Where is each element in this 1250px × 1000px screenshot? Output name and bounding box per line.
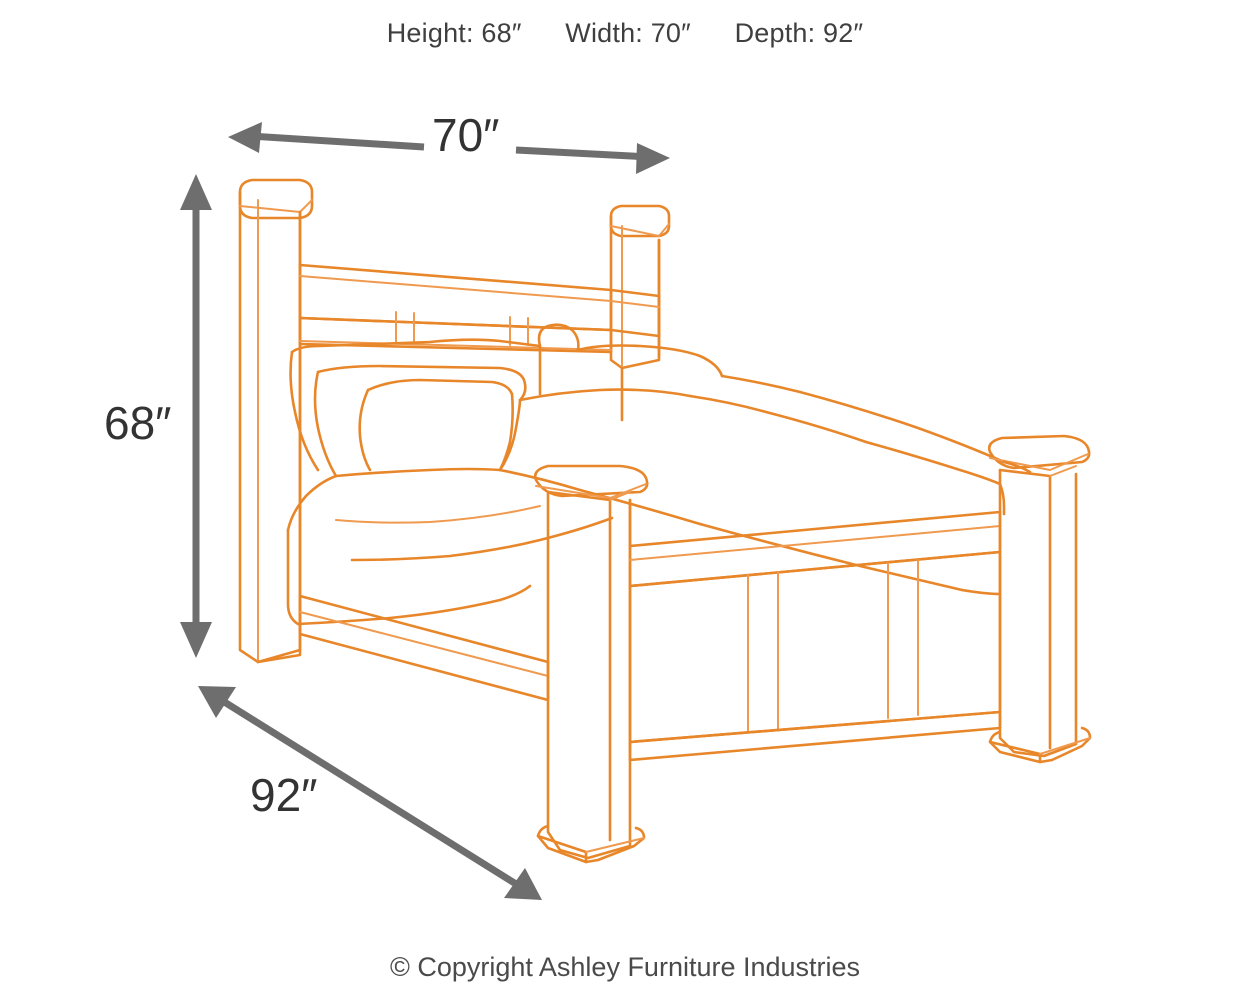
- depth-dimension-label: 92″: [250, 769, 318, 821]
- mattress-bedspread: [286, 468, 1002, 626]
- spec-width: Width: 70″: [565, 18, 691, 48]
- headboard-slat-band: [298, 311, 613, 354]
- dimension-arrow-depth: [198, 686, 542, 900]
- headboard-post-left: [238, 178, 314, 664]
- bed-line-art: [238, 178, 1092, 864]
- spec-header: Height: 68″ Width: 70″ Depth: 92″: [0, 18, 1250, 49]
- dimension-arrow-width: [228, 122, 670, 174]
- copyright-notice: © Copyright Ashley Furniture Industries: [389, 952, 861, 982]
- footboard-panel: [628, 510, 1002, 762]
- spec-depth: Depth: 92″: [734, 18, 864, 48]
- side-rail-left: [298, 594, 550, 702]
- mattress-footboard-junction: [628, 482, 1006, 548]
- duvet-top-right: [518, 374, 1006, 486]
- height-dimension-label: 68″: [104, 397, 172, 449]
- spec-height: Height: 68″: [386, 18, 522, 48]
- footboard-post-right: [987, 434, 1092, 764]
- footboard-post-left: [533, 464, 649, 864]
- headboard-right-panel: [609, 288, 661, 338]
- pillows-front: [313, 364, 527, 478]
- pillows-back: [289, 323, 724, 472]
- duvet-drape-right: [1002, 460, 1032, 474]
- pillow-inner: [358, 378, 514, 472]
- width-dimension-label: 70″: [432, 109, 500, 161]
- dimension-arrow-height: [180, 174, 212, 658]
